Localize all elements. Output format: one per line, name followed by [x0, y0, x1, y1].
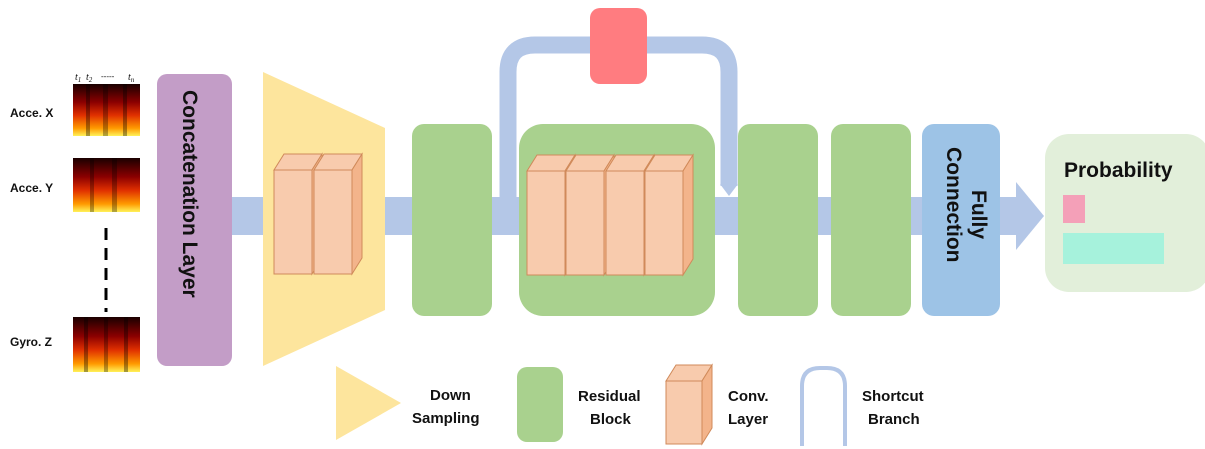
- legend-shortcut-branch-icon: [800, 366, 847, 446]
- shortcut-module: [590, 8, 647, 84]
- legend-conv-layer-icon: [665, 363, 713, 446]
- legend-down-sampling-icon: [336, 366, 401, 440]
- channel-label-acce-x: Acce. X: [10, 106, 53, 120]
- channel-label-acce-y: Acce. Y: [10, 181, 53, 195]
- svg-text:t1: t1: [75, 72, 81, 84]
- probability-label: Probability: [1064, 159, 1173, 182]
- probability-bar-pink: [1063, 195, 1085, 223]
- legend-conv-layer-label: Conv. Layer: [728, 388, 773, 428]
- conv-layer-2: [313, 153, 363, 275]
- legend-down-sampling-label: Down Sampling: [412, 387, 480, 427]
- time-axis-labels: t1 t2 ----- tn: [75, 72, 135, 84]
- fully-connection-block: [922, 124, 1000, 316]
- fully-connection-label-line1: Fully: [967, 190, 990, 239]
- conv-layer-6: [644, 154, 694, 276]
- svg-text:tn: tn: [128, 72, 135, 84]
- residual-block-1: [412, 124, 492, 316]
- concatenation-layer-block: [157, 74, 232, 366]
- legend: Down Sampling Residual Block Conv. Layer…: [336, 363, 928, 446]
- spectrogram-acce-x: [73, 84, 140, 136]
- residual-block-3: [738, 124, 818, 316]
- residual-block-4: [831, 124, 911, 316]
- svg-text:t2: t2: [86, 72, 93, 84]
- svg-text:-----: -----: [101, 72, 115, 81]
- spectrogram-gyro-z: [73, 317, 140, 372]
- shortcut-arrowhead: [720, 184, 738, 196]
- channel-label-gyro-z: Gyro. Z: [10, 335, 52, 349]
- concatenation-layer-label: Concatenation Layer: [178, 90, 201, 298]
- legend-shortcut-branch-label: Shortcut Branch: [862, 388, 928, 428]
- legend-residual-block-label: Residual Block: [578, 388, 645, 428]
- legend-residual-block-icon: [517, 367, 563, 442]
- probability-bar-teal: [1063, 233, 1164, 264]
- spectrogram-acce-y: [73, 158, 140, 212]
- fully-connection-label-line2: Connection: [942, 147, 965, 263]
